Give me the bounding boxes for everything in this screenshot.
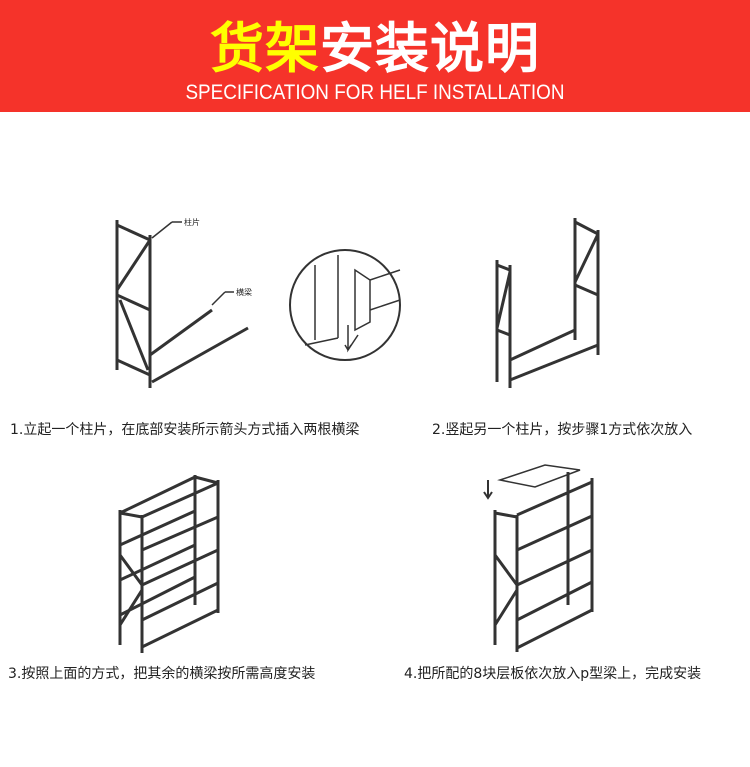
step2-illustration: [495, 218, 600, 388]
step4-illustration: [483, 464, 594, 652]
step1-illustration: 柱片 横梁: [115, 217, 401, 388]
title-rest: 安装说明: [320, 17, 540, 80]
step1-caption: 1.立起一个柱片，在底部安装所示箭头方式插入两根横梁: [10, 422, 360, 438]
step3-illustration: [118, 475, 220, 653]
header-banner: 货架安装说明 SPECIFICATION FOR HELF INSTALLATI…: [0, 0, 750, 112]
upright-label: 柱片: [184, 217, 200, 227]
step2-caption: 2.竖起另一个柱片，按步骤1方式依次放入: [432, 422, 693, 438]
beam-label: 横梁: [236, 287, 252, 297]
step4-caption: 4.把所配的8块层板依次放入p型梁上，完成安装: [404, 666, 702, 682]
page-title: 货架安装说明: [0, 4, 750, 83]
page-subtitle: SPECIFICATION FOR HELF INSTALLATION: [185, 81, 565, 104]
step3-caption: 3.按照上面的方式，把其余的横梁按所需高度安装: [8, 666, 316, 682]
title-highlight: 货架: [210, 17, 320, 80]
